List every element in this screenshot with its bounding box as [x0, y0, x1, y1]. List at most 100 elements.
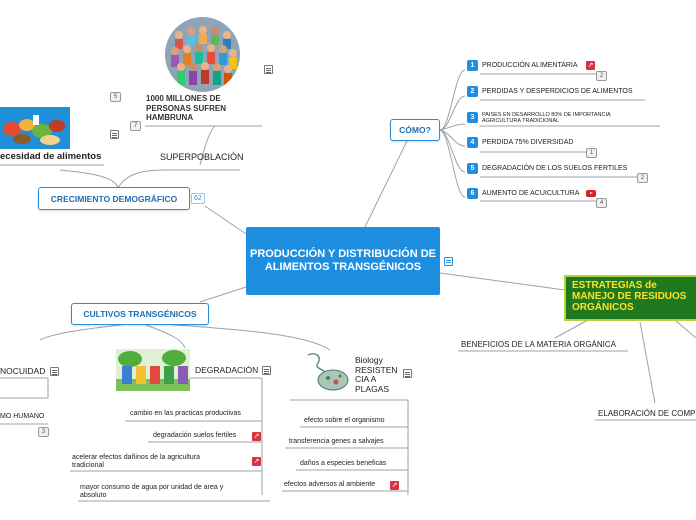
count-badge[interactable]: 4	[596, 198, 607, 208]
count-badge-label: 2	[599, 73, 604, 79]
como-item-3[interactable]: PAISES EN DESARROLLO 80% DE IMPORTANCIA …	[482, 112, 632, 124]
count-badge[interactable]: 3	[38, 427, 49, 437]
count-badge[interactable]: 5	[110, 92, 121, 102]
attachment-icon[interactable]: ↗	[586, 61, 595, 70]
bacteria-icon	[307, 352, 349, 391]
note-icon[interactable]	[403, 369, 412, 378]
link-badge[interactable]: 62	[191, 193, 205, 204]
superpoblacion-node[interactable]: SUPERPOBLACIÓN	[160, 152, 244, 162]
count-badge[interactable]: 2	[637, 173, 648, 183]
degradacion-item[interactable]: acelerar efectos dañinos de la agricultu…	[72, 454, 232, 470]
como-item-6[interactable]: AUMENTO DE ACUICULTURA	[482, 190, 579, 197]
attachment-icon[interactable]: ↗	[390, 481, 399, 490]
note-icon[interactable]	[444, 257, 453, 266]
cultivos-transgenicos-node[interactable]: CULTIVOS TRANSGÉNICOS	[71, 303, 209, 325]
crowd-people-icon	[171, 26, 237, 87]
attachment-icon[interactable]: ↗	[252, 432, 261, 441]
consumo-label: MO HUMANO	[0, 413, 45, 420]
count-badge-label: 7	[133, 123, 138, 129]
degradacion-item[interactable]: degradación suelos fertiles	[153, 432, 236, 439]
number-label: 6	[470, 190, 475, 197]
degradacion-item[interactable]: mayor consumo de agua por unidad de area…	[80, 484, 250, 500]
degradacion-item-label: acelerar efectos dañinos de la agricultu…	[72, 454, 201, 469]
necesidad-label: ecesidad de alimentos	[0, 151, 102, 162]
recycling-bins-image	[116, 349, 190, 391]
resistencia-item[interactable]: efecto sobre el organismo	[304, 417, 385, 424]
bacteria-image	[300, 349, 352, 395]
superpoblacion-label: SUPERPOBLACIÓN	[160, 152, 244, 162]
como-item-label: PAISES EN DESARROLLO 80% DE IMPORTANCIA …	[482, 112, 611, 124]
crowd-image	[165, 17, 240, 92]
como-item-label: DEGRADACIÓN DE LOS SUELOS FERTILES	[482, 165, 628, 172]
count-badge-label: 5	[113, 94, 118, 100]
food-picture-icon	[0, 107, 70, 149]
estrategias-node[interactable]: ESTRATEGIAS de MANEJO DE RESIDUOS ORGÁNI…	[564, 275, 696, 321]
note-icon[interactable]	[50, 367, 59, 376]
inocuidad-node[interactable]: NOCUIDAD	[0, 366, 45, 376]
number-label: 1	[470, 62, 475, 69]
number-label: 2	[470, 88, 475, 95]
number-label: 4	[470, 139, 475, 146]
resistencia-item[interactable]: efectos adversos al ambiente	[284, 481, 375, 488]
note-icon[interactable]	[264, 65, 273, 74]
number-label: 3	[470, 114, 475, 121]
como-node[interactable]: CÓMO?	[390, 119, 440, 141]
crecimiento-label: CRECIMIENTO DEMOGRÁFICO	[50, 193, 178, 204]
number-2-icon: 2	[467, 86, 478, 97]
resistencia-plagas-node[interactable]: Biology RESISTEN CIA A PLAGAS	[355, 355, 400, 394]
count-badge-label: 1	[589, 150, 594, 156]
degradacion-item-label: mayor consumo de agua por unidad de area…	[80, 484, 224, 499]
recycling-bins-icon	[116, 349, 190, 391]
resistencia-item[interactable]: transferencia genes a salvajes	[289, 438, 384, 445]
count-badge[interactable]: 1	[586, 148, 597, 158]
como-item-label: PERDIDA 75% DIVERSIDAD	[482, 139, 574, 146]
beneficios-label: BENEFICIOS DE LA MATERIA ORGÁNICA	[461, 340, 616, 349]
number-1-icon: 1	[467, 60, 478, 71]
central-topic-label: PRODUCCIÓN Y DISTRIBUCIÓN DE ALIMENTOS T…	[249, 248, 436, 273]
como-item-5[interactable]: DEGRADACIÓN DE LOS SUELOS FERTILES	[482, 165, 627, 172]
number-label: 5	[470, 165, 475, 172]
resistencia-item-label: daños a especies beneficas	[300, 460, 387, 467]
estrategias-label: ESTRATEGIAS de MANEJO DE RESIDUOS ORGÁNI…	[572, 280, 687, 313]
note-icon[interactable]	[110, 130, 119, 139]
como-item-1[interactable]: PRODUCCIÓN ALIMENTARIA	[482, 62, 578, 69]
crecimiento-demografico-node[interactable]: CRECIMIENTO DEMOGRÁFICO	[38, 187, 190, 210]
elaboracion-label: ELABORACIÓN DE COMP	[598, 409, 696, 418]
attachment-icon[interactable]: ↗	[252, 457, 261, 466]
count-badge[interactable]: 2	[596, 71, 607, 81]
como-item-4[interactable]: PERDIDA 75% DIVERSIDAD	[482, 139, 573, 146]
como-item-2[interactable]: PERDIDAS Y DESPERDICIOS DE ALIMENTOS	[482, 88, 633, 95]
como-item-label: PRODUCCIÓN ALIMENTARIA	[482, 62, 578, 69]
inocuidad-label: NOCUIDAD	[0, 366, 46, 376]
como-item-label: AUMENTO DE ACUICULTURA	[482, 190, 580, 197]
consumo-humano-node[interactable]: MO HUMANO	[0, 413, 44, 420]
link-badge-label: 62	[194, 195, 202, 202]
note-icon[interactable]	[262, 366, 271, 375]
necesidad-node[interactable]: ecesidad de alimentos	[0, 151, 101, 162]
central-topic[interactable]: PRODUCCIÓN Y DISTRIBUCIÓN DE ALIMENTOS T…	[246, 227, 440, 295]
video-icon[interactable]	[586, 190, 596, 197]
count-badge[interactable]: 7	[130, 121, 141, 131]
number-4-icon: 4	[467, 137, 478, 148]
resistencia-item-label: efecto sobre el organismo	[304, 417, 385, 424]
count-badge-label: 3	[41, 429, 46, 435]
resistencia-label: Biology RESISTEN CIA A PLAGAS	[355, 355, 398, 394]
elaboracion-node[interactable]: ELABORACIÓN DE COMP	[598, 409, 695, 418]
como-item-label: PERDIDAS Y DESPERDICIOS DE ALIMENTOS	[482, 88, 633, 95]
beneficios-node[interactable]: BENEFICIOS DE LA MATERIA ORGÁNICA	[461, 340, 616, 349]
degradacion-label: DEGRADACIÓN	[195, 365, 259, 375]
resistencia-item-label: transferencia genes a salvajes	[289, 438, 384, 445]
degradacion-item-label: cambio en las practicas productivas	[130, 410, 241, 417]
degradacion-node[interactable]: DEGRADACIÓN	[195, 365, 258, 375]
number-5-icon: 5	[467, 163, 478, 174]
count-badge-label: 4	[599, 200, 604, 206]
hambruna-node[interactable]: 1000 MILLONES DE PERSONAS SUFREN HAMBRUN…	[146, 94, 246, 123]
degradacion-item[interactable]: cambio en las practicas productivas	[130, 410, 241, 417]
resistencia-item-label: efectos adversos al ambiente	[284, 481, 376, 488]
resistencia-item[interactable]: daños a especies beneficas	[300, 460, 386, 467]
number-3-icon: 3	[467, 112, 478, 123]
number-6-icon: 6	[467, 188, 478, 199]
cultivos-label: CULTIVOS TRANSGÉNICOS	[83, 309, 197, 319]
